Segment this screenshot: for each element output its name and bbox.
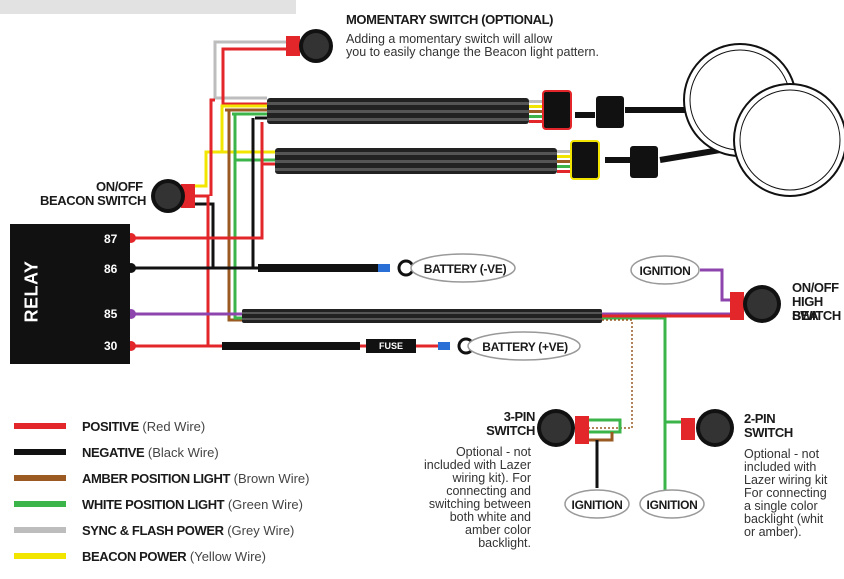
legend-swatch	[14, 449, 66, 455]
fuse-label: FUSE	[366, 339, 416, 353]
relay-block: RELAY 87 86 85 30	[10, 224, 130, 364]
legend-swatch	[14, 475, 66, 481]
three-pin-note: Optional - not included with Lazer wirin…	[423, 445, 531, 550]
legend-swatch	[14, 501, 66, 507]
legend-swatch	[14, 553, 66, 559]
three-pin-line2: SWITCH	[486, 423, 535, 438]
momentary-switch-title: MOMENTARY SWITCH (OPTIONAL)	[346, 12, 554, 27]
header-bar	[0, 0, 296, 14]
relay-pin-30: 30	[104, 339, 118, 353]
three-pin-line1: 3-PIN	[503, 409, 536, 424]
high-beam-line1: ON/OFF	[792, 280, 839, 295]
battery-negative-label: BATTERY (-VE)	[423, 262, 507, 276]
light-pods	[683, 43, 844, 197]
legend-item-white: WHITE POSITION LIGHT (Green Wire)	[14, 494, 303, 514]
switches	[151, 29, 781, 447]
ignition-label-top: IGNITION	[639, 264, 691, 278]
legend-item-beacon: BEACON POWER (Yellow Wire)	[14, 546, 266, 566]
legend-item-amber: AMBER POSITION LIGHT (Brown Wire)	[14, 468, 309, 488]
relay-pin-87: 87	[104, 232, 118, 246]
legend-item-negative: NEGATIVE (Black Wire)	[14, 442, 219, 462]
legend-swatch	[14, 423, 66, 429]
battery-positive-label: BATTERY (+VE)	[482, 340, 568, 354]
high-beam-line2: HIGH BEA	[792, 294, 823, 323]
ignition-label-3pin: IGNITION	[571, 498, 623, 512]
relay-title: RELAY	[21, 260, 42, 323]
relay-pin-85: 85	[104, 307, 118, 321]
legend-swatch	[14, 527, 66, 533]
relay-pin-86: 86	[104, 262, 118, 276]
momentary-note-line1: Adding a momentary switch will allow	[346, 32, 553, 46]
beacon-switch-line2: BEACON SWITCH	[40, 193, 147, 208]
momentary-note-line2: you to easily change the Beacon light pa…	[346, 45, 599, 59]
beacon-switch-line1: ON/OFF	[96, 179, 143, 194]
pill-outlines	[410, 253, 705, 519]
two-pin-line1: 2-PIN	[744, 411, 776, 426]
legend-item-sync: SYNC & FLASH POWER (Grey Wire)	[14, 520, 294, 540]
legend-item-positive: POSITIVE (Red Wire)	[14, 416, 205, 436]
two-pin-note: Optional - not included with Lazer wirin…	[744, 448, 828, 539]
two-pin-line2: SWITCH	[744, 425, 793, 440]
ignition-label-2pin: IGNITION	[646, 498, 698, 512]
wire-harness	[222, 90, 658, 350]
high-beam-line3: SWITCH	[792, 308, 841, 323]
